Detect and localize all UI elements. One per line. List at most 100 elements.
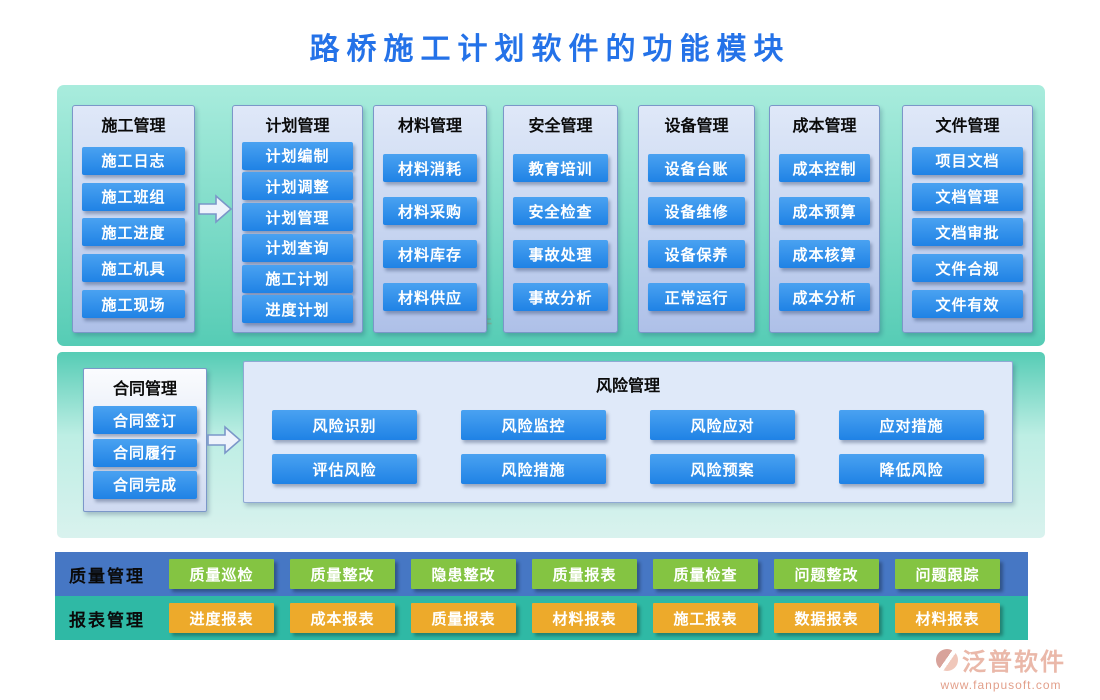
module-column-4: 安全管理教育培训安全检查事故处理事故分析 bbox=[503, 105, 618, 333]
risk-panel-header: 风险管理 bbox=[244, 362, 1012, 396]
module-body: 材料消耗材料采购材料库存材料供应 bbox=[374, 137, 486, 332]
module-header: 设备管理 bbox=[639, 106, 754, 137]
risk-item-button[interactable]: 评估风险 bbox=[272, 454, 417, 484]
report-item-button[interactable]: 材料报表 bbox=[895, 603, 1000, 633]
module-header: 施工管理 bbox=[73, 106, 194, 137]
risk-item-button[interactable]: 风险监控 bbox=[461, 410, 606, 440]
module-item-button[interactable]: 正常运行 bbox=[648, 283, 745, 311]
module-item-button[interactable]: 计划编制 bbox=[242, 142, 353, 170]
top-section: 泛普软件 施工管理施工日志施工班组施工进度施工机具施工现场计划管理计划编制计划调… bbox=[57, 85, 1045, 346]
risk-item-button[interactable]: 风险应对 bbox=[650, 410, 795, 440]
module-item-button[interactable]: 施工日志 bbox=[82, 147, 185, 175]
report-item-button[interactable]: 进度报表 bbox=[169, 603, 274, 633]
brand-logo-icon bbox=[936, 649, 958, 671]
risk-item-button[interactable]: 风险识别 bbox=[272, 410, 417, 440]
report-management-band: 报表管理 进度报表成本报表质量报表材料报表施工报表数据报表材料报表 bbox=[55, 596, 1028, 640]
brand-name: 泛普软件 bbox=[962, 642, 1066, 677]
right-arrow-icon bbox=[205, 425, 243, 455]
module-item-button[interactable]: 施工现场 bbox=[82, 290, 185, 318]
module-item-button[interactable]: 进度计划 bbox=[242, 295, 353, 323]
module-item-button[interactable]: 材料消耗 bbox=[383, 154, 477, 182]
module-header: 文件管理 bbox=[903, 106, 1032, 137]
module-item-button[interactable]: 施工进度 bbox=[82, 218, 185, 246]
module-item-button[interactable]: 成本核算 bbox=[779, 240, 870, 268]
risk-management-panel: 风险管理 风险识别 风险监控 风险应对 应对措施评估风险 风险措施 风险预案 降低风险 bbox=[243, 361, 1013, 503]
module-column-6: 成本管理成本控制成本预算成本核算成本分析 bbox=[769, 105, 880, 333]
module-item-button[interactable]: 成本控制 bbox=[779, 154, 870, 182]
module-item-button[interactable]: 施工机具 bbox=[82, 254, 185, 282]
module-column-2: 计划管理计划编制计划调整计划管理计划查询施工计划进度计划 bbox=[232, 105, 363, 333]
quality-item-button[interactable]: 质量检查 bbox=[653, 559, 758, 589]
footer-brand: 泛普软件 www.fanpusoft.com bbox=[916, 642, 1086, 692]
quality-management-band: 质量管理 质量巡检质量整改隐患整改质量报表质量检查问题整改问题跟踪 bbox=[55, 552, 1028, 596]
module-body: 教育培训安全检查事故处理事故分析 bbox=[504, 137, 617, 332]
module-item-button[interactable]: 计划管理 bbox=[242, 203, 353, 231]
module-item-button[interactable]: 成本预算 bbox=[779, 197, 870, 225]
risk-item-button[interactable]: 风险预案 bbox=[650, 454, 795, 484]
contract-item-button[interactable]: 合同履行 bbox=[93, 439, 197, 467]
module-item-button[interactable]: 文件合规 bbox=[912, 254, 1023, 282]
contract-panel-header: 合同管理 bbox=[84, 369, 206, 400]
contract-management-panel: 合同管理 合同签订合同履行合同完成 bbox=[83, 368, 207, 512]
module-item-button[interactable]: 施工班组 bbox=[82, 183, 185, 211]
middle-section: 合同管理 合同签订合同履行合同完成 风险管理 风险识别 风险监控 风险应对 应对措施评… bbox=[57, 352, 1045, 538]
report-band-label: 报表管理 bbox=[55, 606, 169, 631]
module-item-button[interactable]: 事故分析 bbox=[513, 283, 608, 311]
quality-band-label: 质量管理 bbox=[55, 562, 169, 587]
module-item-button[interactable]: 计划调整 bbox=[242, 172, 353, 200]
report-item-button[interactable]: 数据报表 bbox=[774, 603, 879, 633]
module-header: 计划管理 bbox=[233, 106, 362, 137]
module-item-button[interactable]: 设备维修 bbox=[648, 197, 745, 225]
risk-item-button[interactable]: 风险措施 bbox=[461, 454, 606, 484]
module-body: 项目文档文档管理文档审批文件合规文件有效 bbox=[903, 137, 1032, 332]
risk-item-button[interactable]: 应对措施 bbox=[839, 410, 984, 440]
module-header: 成本管理 bbox=[770, 106, 879, 137]
module-item-button[interactable]: 文档管理 bbox=[912, 183, 1023, 211]
page-title: 路桥施工计划软件的功能模块 bbox=[0, 24, 1100, 68]
module-item-button[interactable]: 材料供应 bbox=[383, 283, 477, 311]
module-item-button[interactable]: 材料采购 bbox=[383, 197, 477, 225]
risk-button-row: 评估风险 风险措施 风险预案 降低风险 bbox=[244, 454, 1012, 484]
report-item-button[interactable]: 材料报表 bbox=[532, 603, 637, 633]
quality-item-button[interactable]: 质量整改 bbox=[290, 559, 395, 589]
module-item-button[interactable]: 施工计划 bbox=[242, 265, 353, 293]
module-item-button[interactable]: 计划查询 bbox=[242, 234, 353, 262]
module-column-1: 施工管理施工日志施工班组施工进度施工机具施工现场 bbox=[72, 105, 195, 333]
quality-item-button[interactable]: 质量巡检 bbox=[169, 559, 274, 589]
report-band-buttons: 进度报表成本报表质量报表材料报表施工报表数据报表材料报表 bbox=[169, 603, 1028, 633]
module-item-button[interactable]: 教育培训 bbox=[513, 154, 608, 182]
quality-item-button[interactable]: 隐患整改 bbox=[411, 559, 516, 589]
brand-row: 泛普软件 bbox=[936, 642, 1066, 677]
module-body: 施工日志施工班组施工进度施工机具施工现场 bbox=[73, 137, 194, 332]
module-item-button[interactable]: 设备保养 bbox=[648, 240, 745, 268]
module-body: 成本控制成本预算成本核算成本分析 bbox=[770, 137, 879, 332]
contract-panel-body: 合同签订合同履行合同完成 bbox=[84, 400, 206, 511]
module-column-3: 材料管理材料消耗材料采购材料库存材料供应 bbox=[373, 105, 487, 333]
contract-item-button[interactable]: 合同完成 bbox=[93, 471, 197, 499]
module-item-button[interactable]: 成本分析 bbox=[779, 283, 870, 311]
risk-button-row: 风险识别 风险监控 风险应对 应对措施 bbox=[244, 410, 1012, 440]
quality-band-buttons: 质量巡检质量整改隐患整改质量报表质量检查问题整改问题跟踪 bbox=[169, 559, 1028, 589]
quality-item-button[interactable]: 问题整改 bbox=[774, 559, 879, 589]
brand-url: www.fanpusoft.com bbox=[940, 678, 1061, 692]
module-header: 材料管理 bbox=[374, 106, 486, 137]
right-arrow-icon bbox=[197, 194, 233, 224]
module-column-5: 设备管理设备台账设备维修设备保养正常运行 bbox=[638, 105, 755, 333]
module-item-button[interactable]: 项目文档 bbox=[912, 147, 1023, 175]
report-item-button[interactable]: 质量报表 bbox=[411, 603, 516, 633]
module-column-7: 文件管理项目文档文档管理文档审批文件合规文件有效 bbox=[902, 105, 1033, 333]
module-item-button[interactable]: 文件有效 bbox=[912, 290, 1023, 318]
module-item-button[interactable]: 文档审批 bbox=[912, 218, 1023, 246]
module-body: 设备台账设备维修设备保养正常运行 bbox=[639, 137, 754, 332]
module-item-button[interactable]: 材料库存 bbox=[383, 240, 477, 268]
module-header: 安全管理 bbox=[504, 106, 617, 137]
risk-item-button[interactable]: 降低风险 bbox=[839, 454, 984, 484]
quality-item-button[interactable]: 质量报表 bbox=[532, 559, 637, 589]
report-item-button[interactable]: 成本报表 bbox=[290, 603, 395, 633]
contract-item-button[interactable]: 合同签订 bbox=[93, 406, 197, 434]
quality-item-button[interactable]: 问题跟踪 bbox=[895, 559, 1000, 589]
module-item-button[interactable]: 设备台账 bbox=[648, 154, 745, 182]
report-item-button[interactable]: 施工报表 bbox=[653, 603, 758, 633]
module-item-button[interactable]: 事故处理 bbox=[513, 240, 608, 268]
module-item-button[interactable]: 安全检查 bbox=[513, 197, 608, 225]
